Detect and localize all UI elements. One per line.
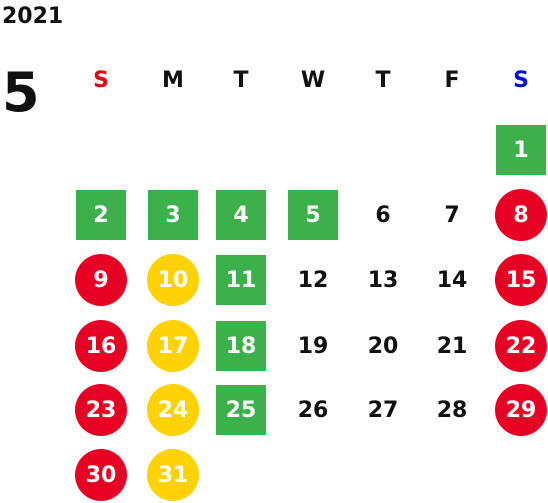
calendar-day[interactable]: 23 xyxy=(75,384,127,436)
calendar-day[interactable]: 11 xyxy=(216,255,266,305)
calendar-day[interactable]: 30 xyxy=(75,449,127,501)
month-number: 5 xyxy=(2,61,40,124)
calendar-day[interactable]: 1 xyxy=(496,125,546,175)
calendar-day[interactable]: 27 xyxy=(367,397,399,423)
calendar-day[interactable]: 26 xyxy=(297,397,329,423)
calendar-day[interactable]: 6 xyxy=(375,202,391,228)
calendar-day[interactable]: 18 xyxy=(216,321,266,371)
calendar-day[interactable]: 25 xyxy=(216,385,266,435)
calendar-day[interactable]: 8 xyxy=(495,189,547,241)
calendar-day[interactable]: 24 xyxy=(147,384,199,436)
year-label: 2021 xyxy=(2,4,64,29)
weekday-label: T xyxy=(375,68,391,93)
calendar-day[interactable]: 31 xyxy=(147,449,199,501)
calendar-day[interactable]: 29 xyxy=(495,384,547,436)
calendar-day[interactable]: 2 xyxy=(76,190,126,240)
calendar-day[interactable]: 16 xyxy=(75,320,127,372)
weekday-label: S xyxy=(93,68,109,93)
calendar-day[interactable]: 20 xyxy=(367,333,399,359)
calendar-day[interactable]: 3 xyxy=(148,190,198,240)
calendar-day[interactable]: 19 xyxy=(297,333,329,359)
calendar-day[interactable]: 12 xyxy=(297,267,329,293)
calendar-day[interactable]: 5 xyxy=(288,190,338,240)
calendar-day[interactable]: 21 xyxy=(436,333,468,359)
calendar-day[interactable]: 15 xyxy=(495,254,547,306)
calendar-day[interactable]: 17 xyxy=(147,320,199,372)
weekday-label: W xyxy=(300,68,326,93)
weekday-label: F xyxy=(444,68,460,93)
calendar-day[interactable]: 4 xyxy=(216,190,266,240)
calendar-day[interactable]: 22 xyxy=(495,320,547,372)
calendar-day[interactable]: 9 xyxy=(75,254,127,306)
calendar-day[interactable]: 14 xyxy=(436,267,468,293)
calendar-day[interactable]: 13 xyxy=(367,267,399,293)
weekday-label: S xyxy=(513,68,529,93)
calendar-day[interactable]: 10 xyxy=(147,254,199,306)
weekday-label: T xyxy=(233,68,249,93)
weekday-label: M xyxy=(162,68,184,93)
calendar-day[interactable]: 28 xyxy=(436,397,468,423)
calendar-day[interactable]: 7 xyxy=(444,202,460,228)
